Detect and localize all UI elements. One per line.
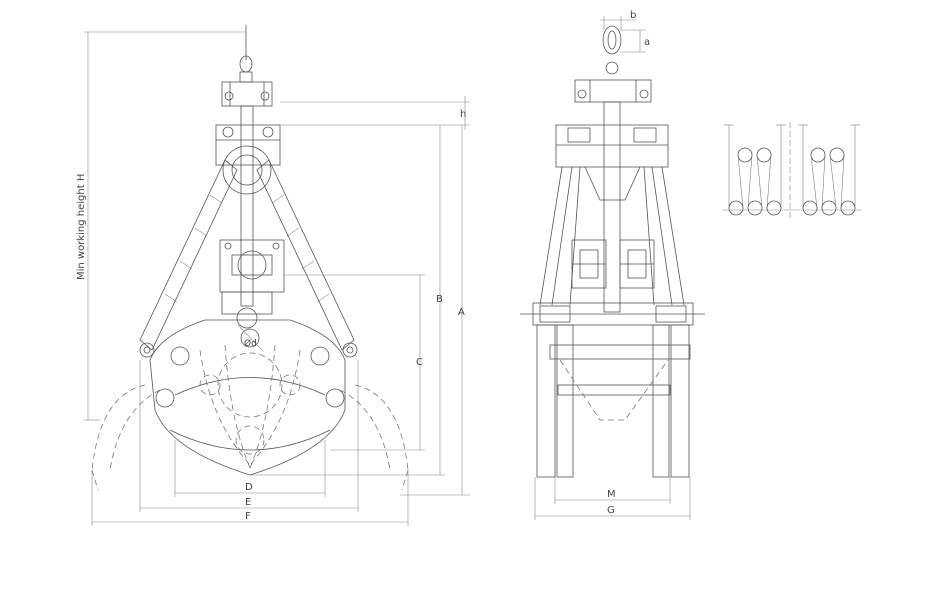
- label-E: E: [245, 497, 251, 508]
- front-dimensions: [84, 31, 470, 526]
- label-B: B: [436, 294, 443, 305]
- reeving-diagram: [722, 122, 862, 218]
- label-A: A: [458, 307, 465, 318]
- label-D: D: [245, 482, 253, 493]
- side-view: [520, 25, 705, 478]
- label-F: F: [245, 511, 251, 522]
- label-b: b: [630, 10, 636, 21]
- label-M: M: [607, 489, 616, 500]
- label-C: C: [416, 357, 423, 368]
- side-dimensions: [534, 16, 691, 520]
- front-view: [91, 25, 409, 491]
- label-h: h: [460, 109, 466, 120]
- label-H: Min working height H: [76, 174, 87, 280]
- label-a: a: [644, 37, 650, 48]
- label-G: G: [607, 505, 615, 516]
- label-d: Ød: [244, 338, 257, 349]
